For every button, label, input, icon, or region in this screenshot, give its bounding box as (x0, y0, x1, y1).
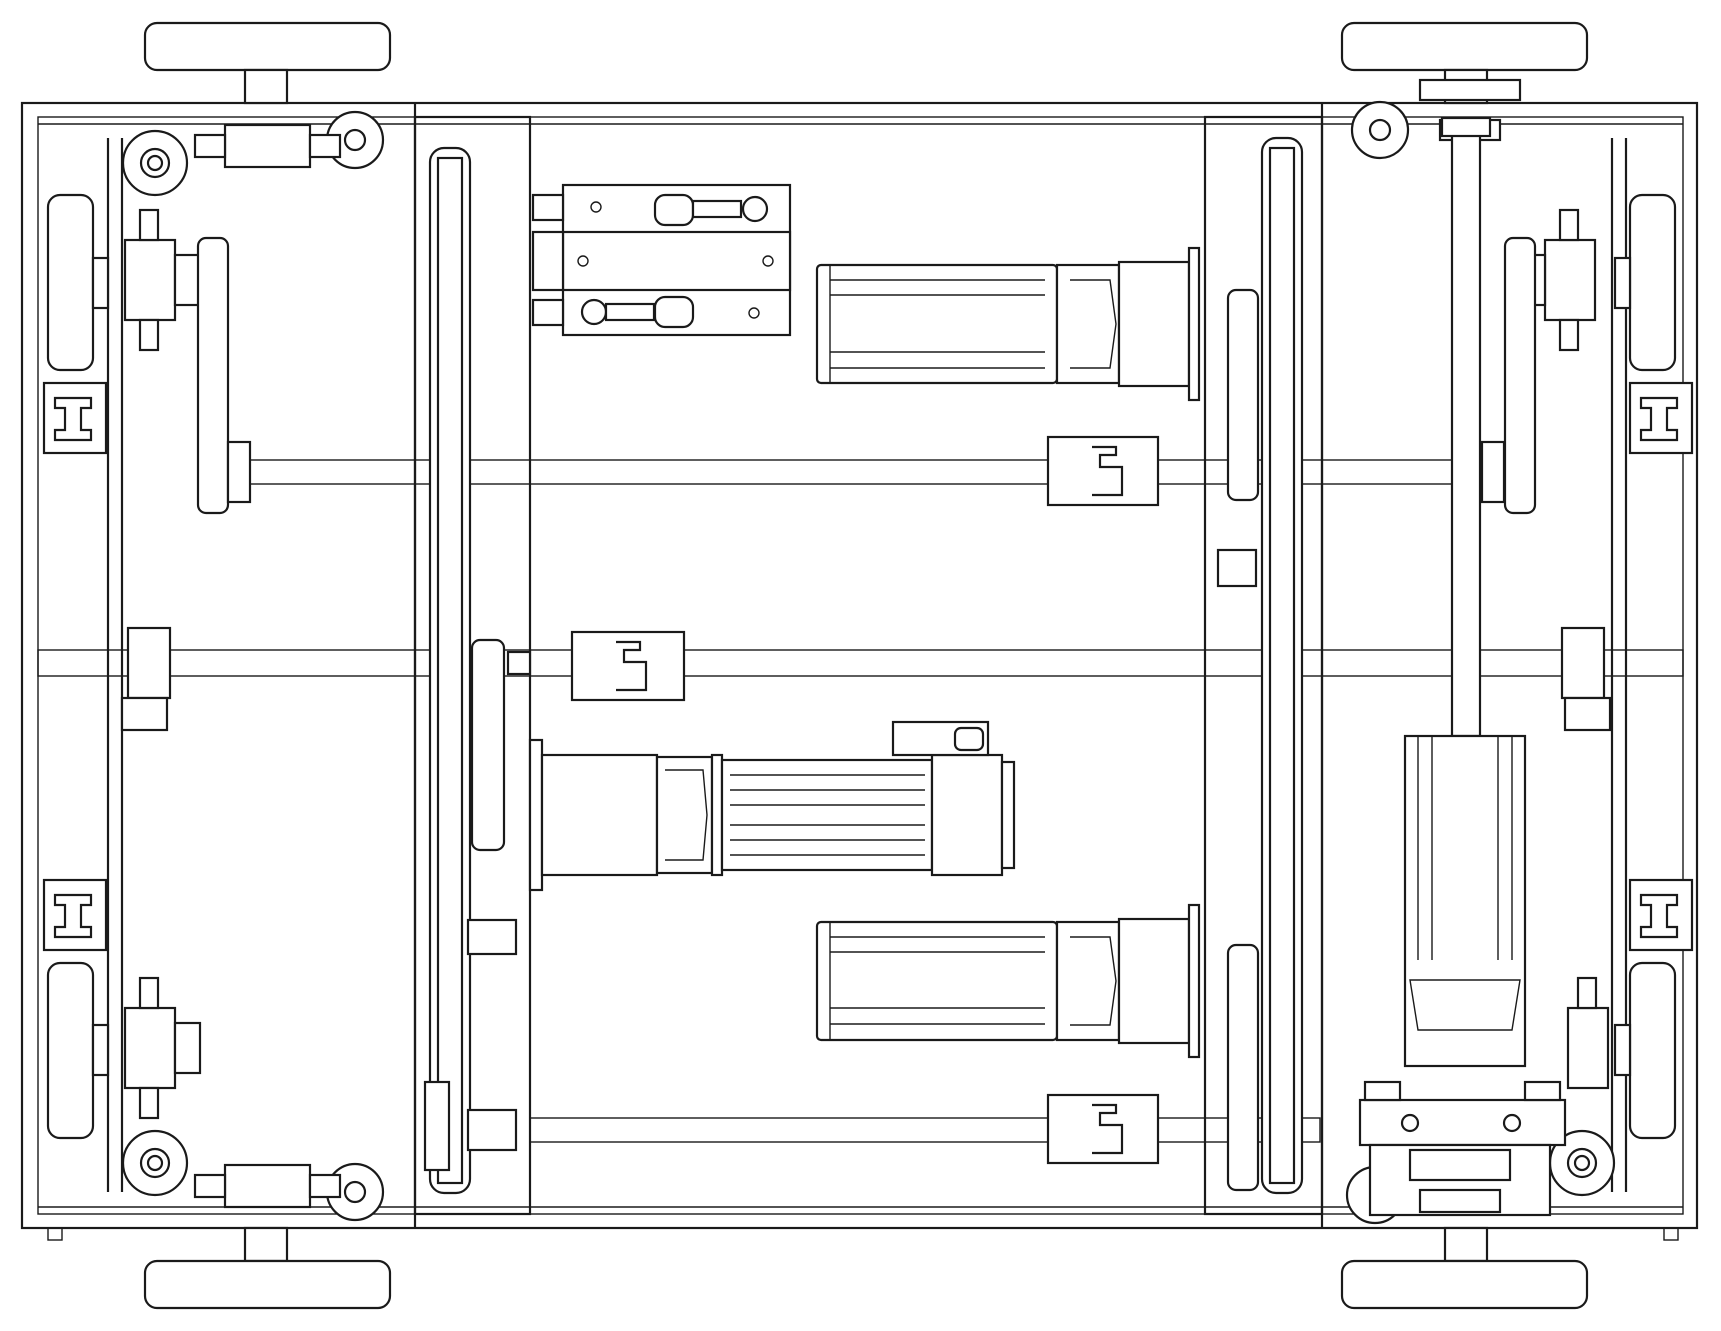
chain-right (1260, 136, 1304, 1195)
lifting-cylinder (1403, 116, 1527, 1068)
rail-block-left-top (42, 381, 108, 455)
side-wheels (46, 193, 1677, 1140)
gear-racks (120, 626, 1612, 732)
rail-block-right-top (1628, 381, 1694, 455)
motor-lower (815, 903, 1201, 1059)
rail-block-right-bottom (1628, 878, 1694, 952)
motor-center (528, 720, 1016, 892)
rail-block-left-bottom (42, 878, 108, 952)
roller-top-right (1350, 100, 1410, 160)
wheel-bottom-left (143, 1226, 392, 1310)
motor-upper (815, 246, 1201, 402)
side-wheel-right-bottom (1613, 961, 1677, 1140)
linear-rail-blocks (42, 381, 1694, 952)
short-chain-drives (196, 236, 1537, 1192)
side-wheel-right-top (1613, 193, 1677, 372)
side-wheel-left-bottom (46, 961, 110, 1140)
outer-wheels (143, 21, 1589, 1310)
chain-left (428, 146, 472, 1195)
side-wheel-left-top (46, 193, 110, 372)
main-frame (20, 101, 1699, 1241)
wheel-bearing-blocks (123, 208, 1610, 1120)
coupling-upper (1046, 435, 1160, 507)
shaft-couplings (570, 435, 1160, 1165)
vertical-chain-drives (428, 136, 1304, 1195)
gear-rack-left (120, 626, 172, 732)
shaft-bearing-blocks (226, 440, 1506, 1172)
mounting-plate (531, 183, 792, 337)
gear-rack-right (1560, 626, 1612, 732)
wheel-top-left (143, 21, 392, 105)
coupling-lower (1046, 1093, 1160, 1165)
coupling-middle (570, 630, 686, 702)
wheel-bottom-right (1340, 1226, 1589, 1310)
wheel-top-right (1340, 21, 1589, 105)
cylinder-mounting-plate (1358, 1080, 1567, 1217)
